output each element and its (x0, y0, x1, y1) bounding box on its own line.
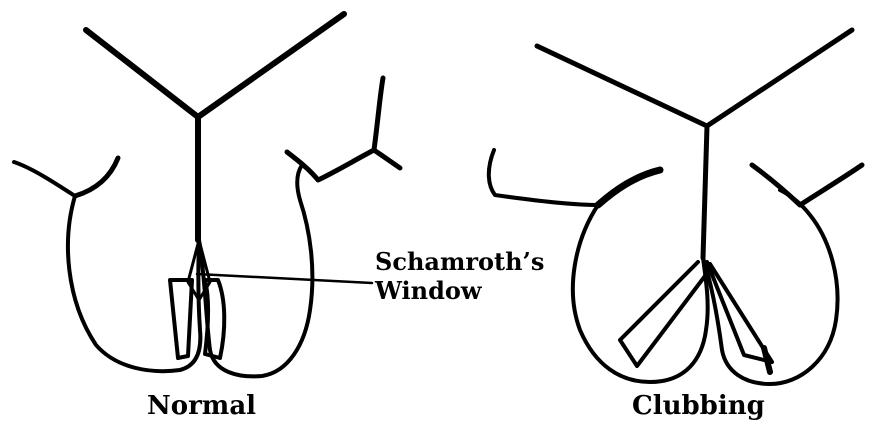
schamroth-window-label-line1: Schamroth’s (375, 247, 544, 276)
normal-label: Normal (147, 393, 256, 419)
schamroth-window-label-line2: Window (375, 276, 544, 305)
clubbing-left-nail (620, 262, 705, 366)
normal-right-finger (199, 165, 312, 376)
clubbing-label: Clubbing (632, 393, 765, 419)
normal-fingers-drawing (14, 14, 400, 376)
clubbing-nail-tip-blob (764, 348, 770, 372)
normal-right-nail (205, 280, 224, 358)
clubbing-v-lines (537, 30, 852, 258)
normal-left-nail-ridge (75, 158, 118, 196)
normal-v-lines (86, 14, 344, 240)
clubbing-fingers-drawing (489, 30, 862, 384)
schamroth-window-label: Schamroth’s Window (375, 247, 544, 305)
normal-left-nail (170, 280, 192, 358)
schamroth-window-pointer (197, 274, 372, 283)
normal-left-finger (14, 162, 200, 371)
clubbing-left-thick-ridge (598, 170, 660, 205)
clubbing-right-branch (752, 165, 862, 205)
normal-right-branch (287, 78, 400, 180)
